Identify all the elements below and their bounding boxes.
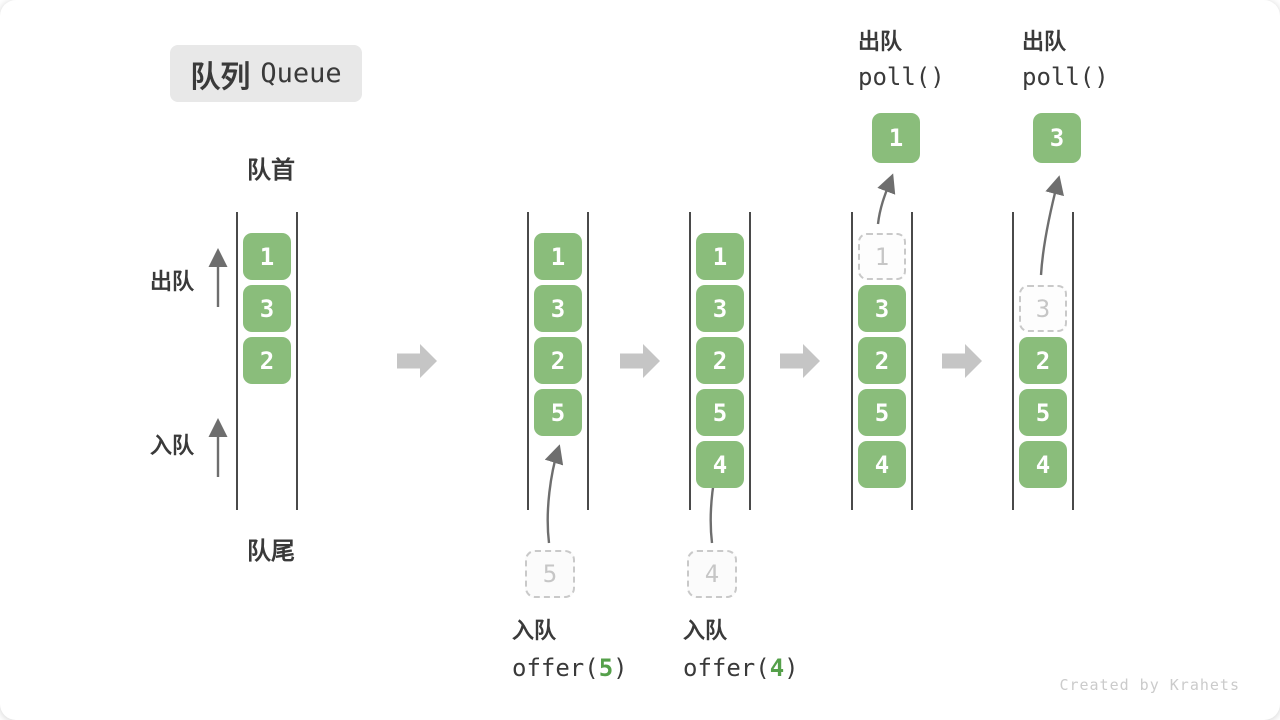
label-queue-rear: 队尾 <box>247 537 295 565</box>
state-after-poll-1-cell: 5 <box>858 389 906 436</box>
state-after-offer-5-cell: 2 <box>534 337 582 384</box>
state-initial-cell: 2 <box>243 337 291 384</box>
diagram-title: 队列 Queue <box>170 45 362 102</box>
state-initial-cell: 1 <box>243 233 291 280</box>
state-transition-arrow-icon <box>942 344 982 378</box>
state-after-poll-3-wall-left <box>1012 212 1014 510</box>
state-after-poll-3-wall-right <box>1072 212 1074 510</box>
state-initial-cell: 3 <box>243 285 291 332</box>
poll-3-arrow-icon <box>1039 175 1064 276</box>
op-label: 出队 <box>1022 30 1067 55</box>
state-after-offer-4-cell: 5 <box>696 389 744 436</box>
op-enqueue-offer-4: 入队 offer(4) <box>683 614 799 686</box>
state-after-poll-3-polled-value: 3 <box>1033 113 1081 163</box>
state-after-poll-1-wall-left <box>851 212 853 510</box>
state-after-poll-1-cell: 3 <box>858 285 906 332</box>
label-enqueue: 入队 <box>150 434 195 459</box>
op-code: poll() <box>1022 63 1109 91</box>
poll-1-arrow-icon <box>876 173 896 225</box>
state-after-poll-3-cell: 4 <box>1019 441 1067 488</box>
title-zh: 队列 <box>190 59 251 95</box>
state-after-offer-4-wall-left <box>689 212 691 510</box>
state-after-offer-5-cell: 3 <box>534 285 582 332</box>
state-after-poll-3-cell: 5 <box>1019 389 1067 436</box>
state-transition-arrow-icon <box>780 344 820 378</box>
op-label: 入队 <box>683 619 728 644</box>
offer-5-arrow-icon <box>544 444 564 544</box>
label-queue-front: 队首 <box>247 156 295 184</box>
state-after-poll-3-cell: 2 <box>1019 337 1067 384</box>
state-after-offer-5-wall-left <box>527 212 529 510</box>
state-after-offer-4-cell: 2 <box>696 337 744 384</box>
state-after-offer-5-incoming-value: 5 <box>525 550 575 598</box>
state-after-offer-4-cell: 4 <box>696 441 744 488</box>
op-dequeue-poll-1: 出队 poll() <box>858 26 945 94</box>
state-after-offer-4-cell: 1 <box>696 233 744 280</box>
state-after-offer-4-cell: 3 <box>696 285 744 332</box>
op-enqueue-offer-5: 入队 offer(5) <box>512 614 628 686</box>
state-after-offer-4-wall-right <box>749 212 751 510</box>
label-dequeue: 出队 <box>150 270 195 295</box>
watermark: Created by Krahets <box>1059 676 1240 694</box>
op-arg: 4 <box>769 654 785 682</box>
state-after-offer-5-cell: 5 <box>534 389 582 436</box>
state-after-offer-4-incoming-value: 4 <box>687 550 737 598</box>
op-code: offer(5) <box>512 654 628 682</box>
title-en: Queue <box>260 58 342 89</box>
op-dequeue-poll-2: 出队 poll() <box>1022 26 1109 94</box>
op-label: 出队 <box>858 30 903 55</box>
op-label: 入队 <box>512 619 557 644</box>
op-code: poll() <box>858 63 945 91</box>
state-initial-wall-left <box>236 212 238 510</box>
state-after-poll-1-wall-right <box>911 212 913 510</box>
state-after-poll-3-removed-cell: 3 <box>1019 285 1067 332</box>
state-after-offer-5-cell: 1 <box>534 233 582 280</box>
state-initial-wall-right <box>296 212 298 510</box>
op-code: offer(4) <box>683 654 799 682</box>
op-arg: 5 <box>598 654 614 682</box>
state-after-poll-1-polled-value: 1 <box>872 113 920 163</box>
state-after-poll-1-removed-cell: 1 <box>858 233 906 280</box>
state-transition-arrow-icon <box>620 344 660 378</box>
state-after-poll-1-cell: 2 <box>858 337 906 384</box>
state-after-poll-1-cell: 4 <box>858 441 906 488</box>
state-transition-arrow-icon <box>397 344 437 378</box>
state-after-offer-5-wall-right <box>587 212 589 510</box>
